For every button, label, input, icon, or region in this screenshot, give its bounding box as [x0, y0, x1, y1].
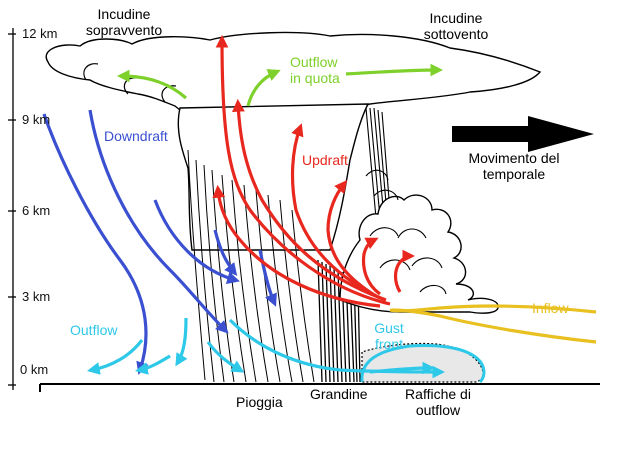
storm-motion-label: Movimento del temporale [468, 150, 560, 182]
rain-label: Pioggia [236, 394, 283, 410]
hail-label: Grandine [310, 386, 368, 402]
updraft-arrows [212, 34, 416, 308]
cumulus-towers [339, 194, 499, 314]
hail-shaft [317, 259, 361, 383]
upper-outflow-label: Outflow in quota [290, 54, 340, 86]
anvil-downwind-label: Incudine sottovento [423, 10, 489, 42]
inflow-arrows [389, 304, 597, 344]
altitude-label-6: 6 km [22, 203, 51, 218]
anvil-upwind-label: Incudine sopravvento [85, 6, 163, 38]
downdraft-arrows [42, 109, 277, 375]
updraft-label: Updraft [302, 152, 348, 168]
cumulus-bumps [365, 169, 447, 295]
altitude-label-0: 0 km [20, 362, 49, 377]
outflow-arrows [86, 317, 446, 379]
altitude-label-12: 12 km [22, 26, 58, 41]
altitude-label-9: 9 km [22, 112, 51, 127]
storm-tower [177, 103, 370, 251]
upper-outflow-arrows [116, 63, 444, 107]
gust-outflow-label: Raffiche di outflow [405, 386, 471, 418]
anvil-cloud [45, 31, 542, 141]
inflow-label: Inflow [532, 300, 569, 316]
gust-front-line [360, 344, 486, 384]
storm-motion-arrow [452, 116, 594, 152]
downdraft-label: Downdraft [104, 128, 168, 144]
low-outflow-label: Outflow [70, 322, 118, 338]
gust-front-label: Gust front [374, 320, 404, 352]
altitude-label-3: 3 km [22, 289, 51, 304]
altitude-axis [8, 28, 16, 390]
